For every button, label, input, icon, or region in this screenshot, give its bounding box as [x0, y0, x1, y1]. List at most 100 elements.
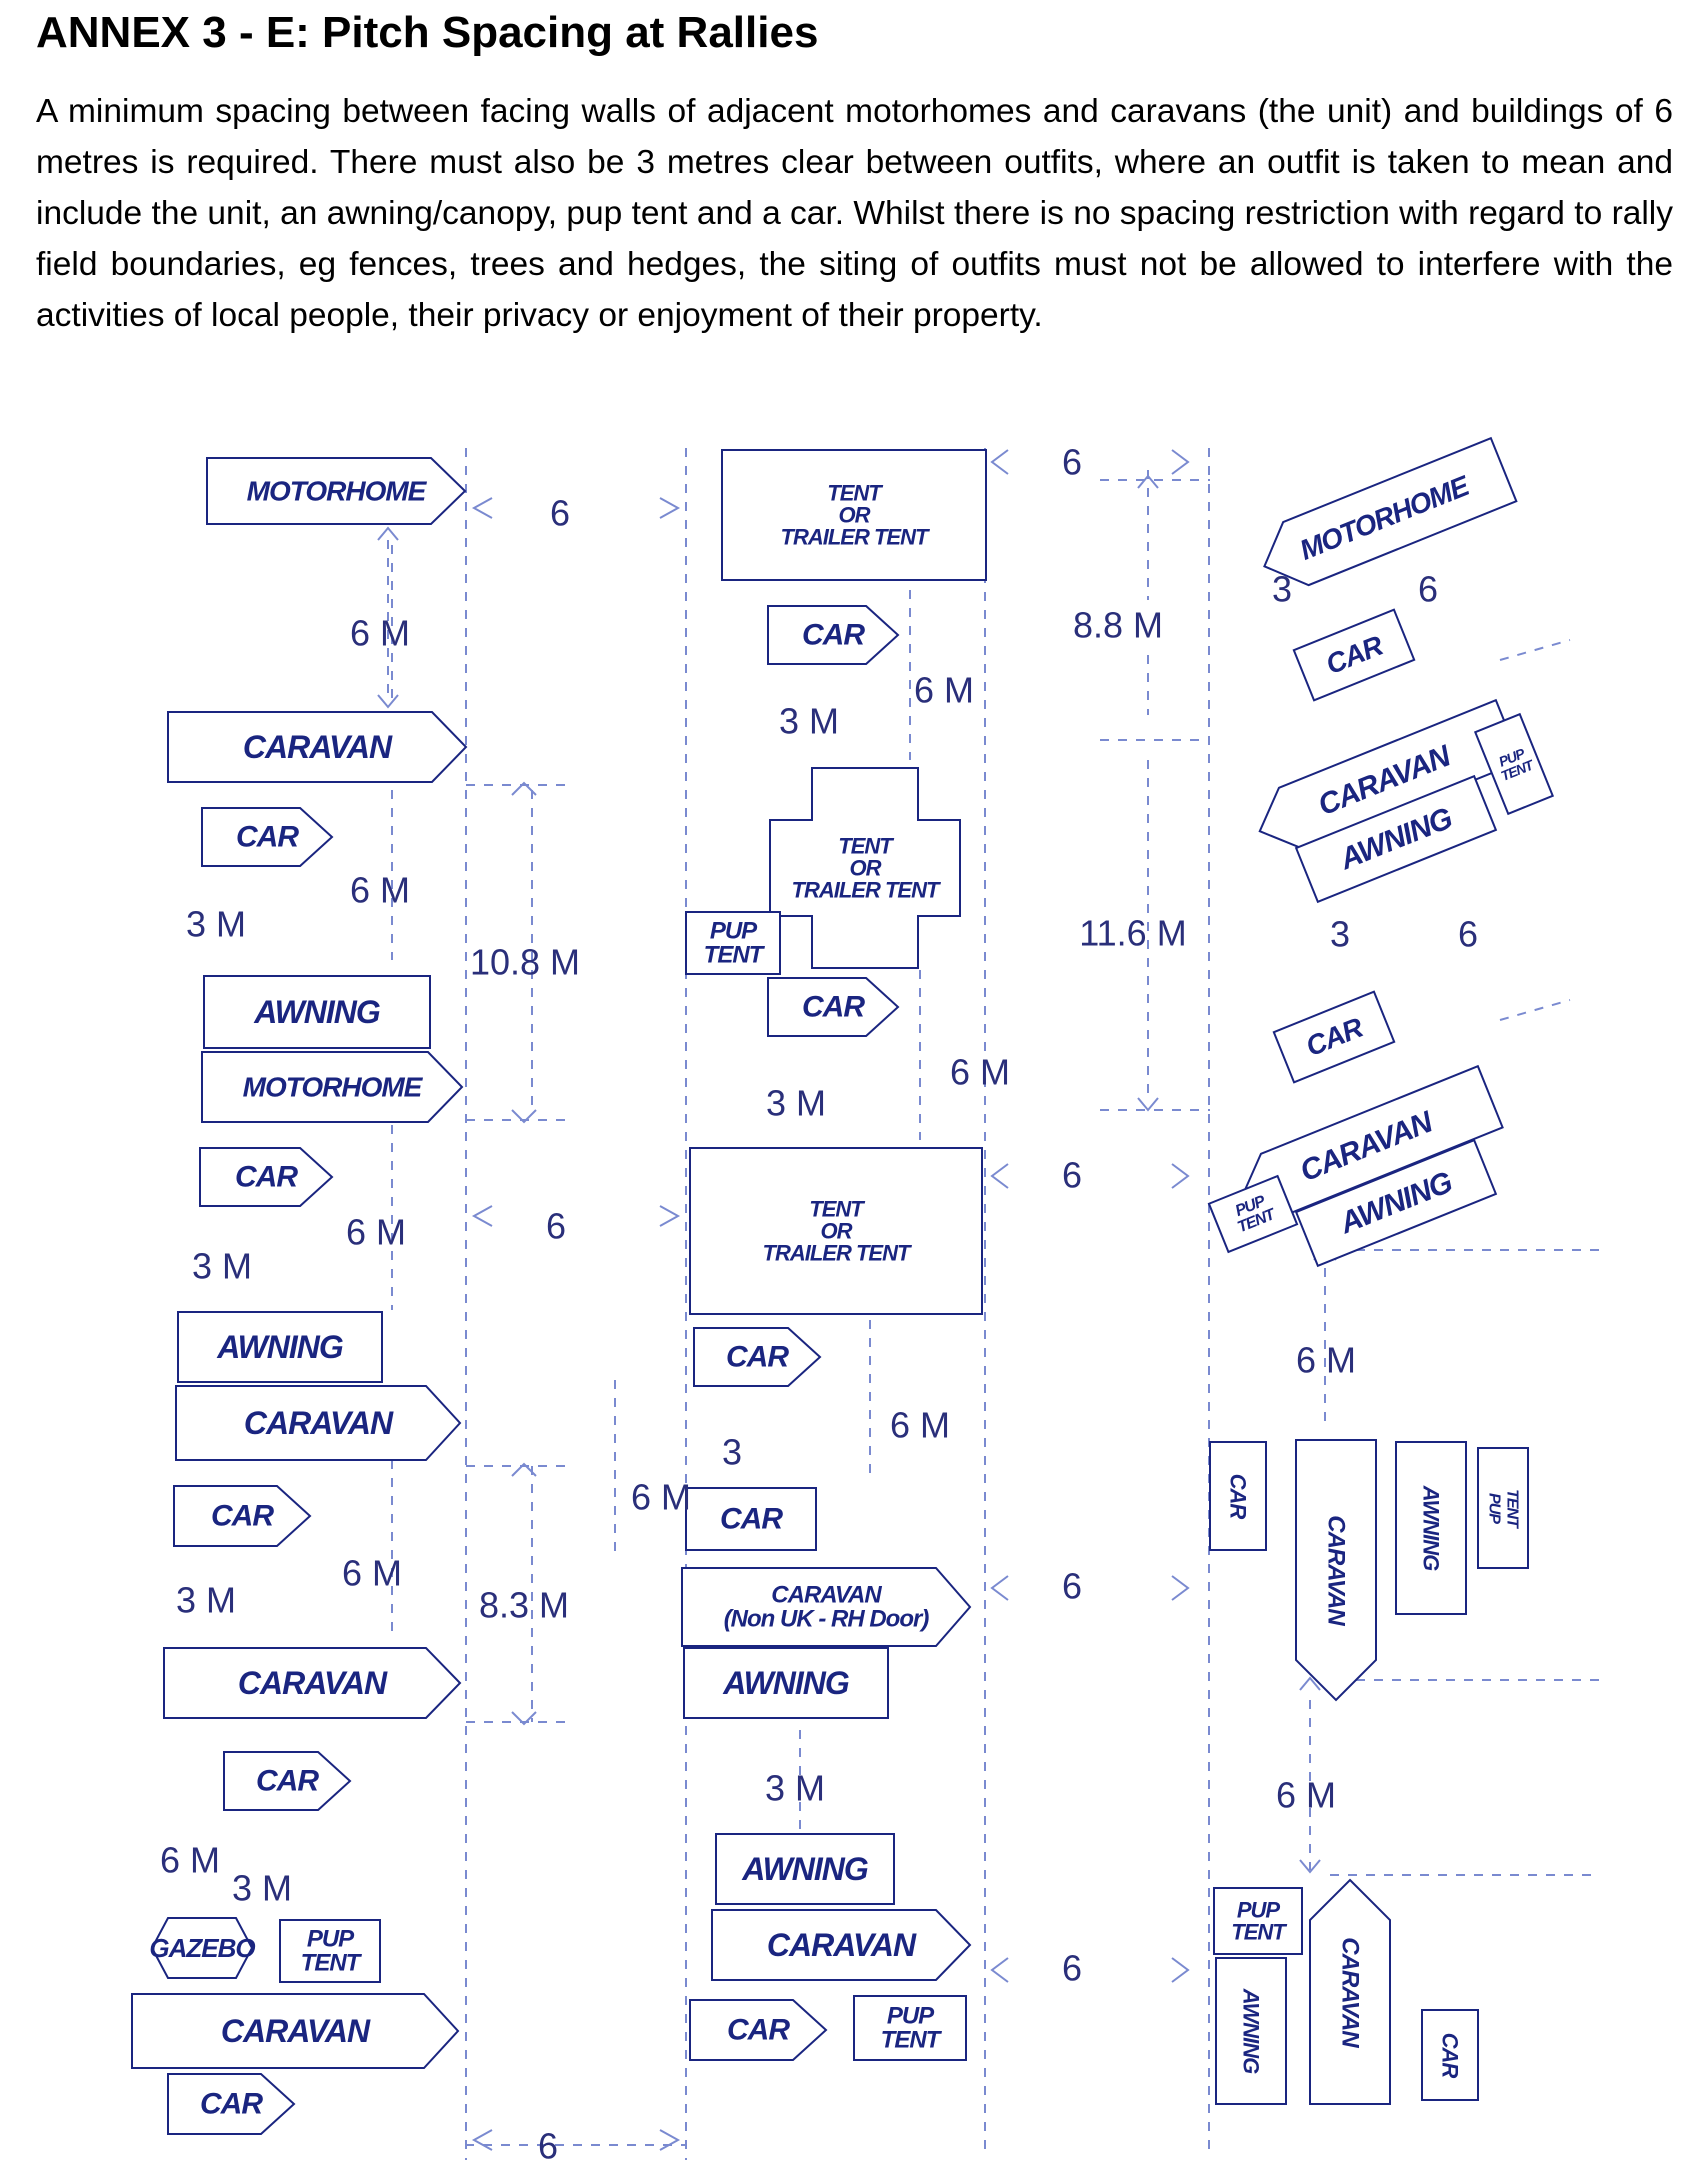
unit-outline: [715, 1833, 895, 1905]
dimension-label: 6: [1062, 442, 1082, 483]
dimension-label: 6: [1062, 1155, 1082, 1196]
unit-outline: [711, 1909, 972, 1981]
unit-outline: [769, 767, 961, 969]
unit-outline: [1292, 608, 1416, 702]
unit-car: CAR: [767, 605, 900, 665]
unit-outline: [1207, 1174, 1299, 1254]
dimension-label: 8.8 M: [1073, 605, 1163, 646]
dimension-label: 3 M: [765, 1768, 825, 1809]
dimension-label: 6 M: [631, 1477, 691, 1518]
unit-label: AWNING: [253, 994, 380, 1030]
dimension-label: 6: [1062, 1948, 1082, 1989]
unit-label: PUP: [710, 918, 758, 945]
unit-outline: [685, 1487, 817, 1551]
unit-gazebo: GAZEBO: [149, 1917, 256, 1979]
dimension-label: 6 M: [950, 1052, 1010, 1093]
unit-label: (Non UK - RH Door): [724, 1606, 930, 1633]
unit-caravan: CARAVAN: [1295, 1439, 1377, 1702]
unit-outline: [173, 1485, 312, 1547]
unit-outline: [150, 1917, 254, 1979]
unit-outline: [1209, 1441, 1267, 1551]
unit-label: CAR: [1438, 2033, 1463, 2079]
unit-outline: [223, 1751, 352, 1811]
unit-car: CAR: [1292, 608, 1416, 702]
unit-label: PUP: [1486, 1493, 1503, 1524]
dimension-label: 6: [1418, 569, 1438, 610]
unit-outline: [1294, 1138, 1498, 1268]
unit-outline: [279, 1919, 381, 1983]
unit-outline: [693, 1327, 822, 1387]
unit-outline: [199, 1147, 334, 1207]
unit-motorhome: MOTORHOME: [201, 1051, 464, 1123]
intro-paragraph: A minimum spacing between facing walls o…: [36, 93, 1673, 334]
unit-label: OR: [850, 856, 882, 881]
unit-label: MOTORHOME: [243, 1072, 424, 1103]
unit-outline: [1294, 774, 1498, 904]
dimension-label: 6 M: [342, 1553, 402, 1594]
unit-awning: AWNING: [1395, 1441, 1467, 1615]
dimension-label: 3 M: [232, 1868, 292, 1909]
unit-outline: [1309, 1878, 1391, 2105]
unit-label: CAR: [802, 619, 865, 652]
unit-outline: [203, 975, 431, 1049]
dimension-label: 6 M: [350, 613, 410, 654]
unit-label: TENT: [838, 834, 894, 859]
unit-caravan: CARAVAN: [1309, 1878, 1391, 2105]
unit-label: CAR: [726, 1341, 789, 1374]
dimension-label: 11.6 M: [1079, 913, 1186, 954]
unit-label: CARAVAN: [767, 1927, 917, 1963]
unit-outline: [1295, 1439, 1377, 1702]
unit-caravan: CARAVAN: [167, 711, 468, 783]
dimension-label: 3 M: [192, 1246, 252, 1287]
unit-label: PUP: [1237, 1898, 1281, 1923]
unit-awning: AWNING: [715, 1833, 895, 1905]
unit-motorhome: MOTORHOME: [1263, 436, 1518, 587]
unit-outline: [683, 1647, 889, 1719]
unit-car: CAR: [173, 1485, 312, 1547]
unit-awning: AWNING: [683, 1647, 889, 1719]
unit-outline: [1213, 1887, 1303, 1955]
diagram-units: MOTORHOME CARAVAN CAR AWNING MOTORHOME CAR AWN…: [131, 436, 1555, 2135]
unit-car: CAR: [1209, 1441, 1267, 1551]
unit-label: TENT: [827, 481, 883, 506]
unit-label: MOTORHOME: [247, 476, 428, 507]
unit-awning: AWNING: [203, 975, 431, 1049]
unit-outline: [167, 711, 468, 783]
dimension-label: 3 M: [779, 701, 839, 742]
unit-outline: [1272, 990, 1396, 1084]
unit-label: GAZEBO: [149, 1933, 255, 1963]
unit-outline: [721, 449, 987, 581]
unit-label: AWNING: [1239, 1988, 1264, 2074]
unit-outline: [1473, 712, 1555, 816]
unit-caravan: CARAVAN: [131, 1993, 460, 2069]
unit-awning: AWNING: [1215, 1957, 1287, 2105]
dimension-label: 6 M: [346, 1212, 406, 1253]
unit-label: CARAVAN: [238, 1665, 388, 1701]
unit-label: CAR: [200, 2088, 263, 2121]
unit-outline: [853, 1995, 967, 2061]
unit-label: AWNING: [216, 1329, 343, 1365]
unit-car: CAR: [199, 1147, 334, 1207]
unit-outline: [201, 1051, 464, 1123]
unit-label: TRAILER TENT: [792, 878, 941, 903]
unit-car: CAR: [201, 807, 334, 867]
unit-outline: [131, 1993, 460, 2069]
unit-label: OR: [839, 503, 871, 528]
unit-label: PUP: [307, 1926, 355, 1953]
dimension-label: 6: [1062, 1566, 1082, 1607]
unit-car: CAR: [1421, 2009, 1479, 2101]
unit-label: CAR: [802, 991, 865, 1024]
unit-label: TENT: [881, 2027, 943, 2054]
unit-label: CARAVAN: [771, 1582, 882, 1609]
unit-outline: [685, 911, 781, 975]
dimension-label: 6: [538, 2126, 558, 2167]
